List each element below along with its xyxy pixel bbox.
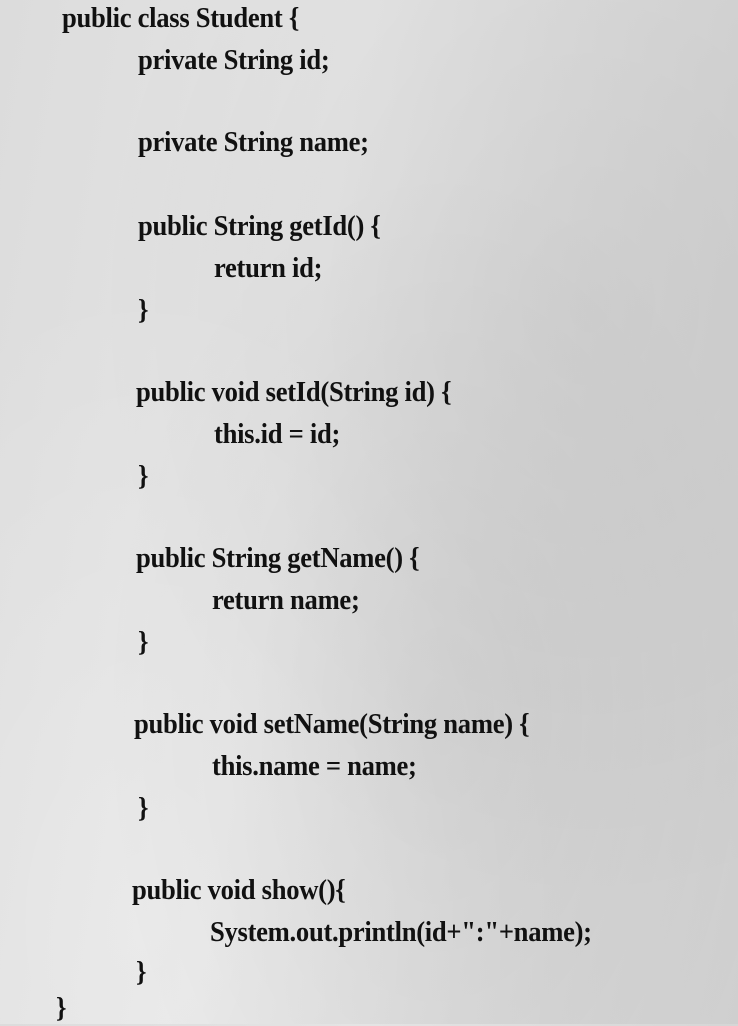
code-line-getname-signature: public String getName() { xyxy=(136,543,420,574)
code-line-setid-signature: public void setId(String id) { xyxy=(136,377,452,408)
code-line-getid-signature: public String getId() { xyxy=(138,211,381,242)
code-line-class-close: } xyxy=(56,993,67,1024)
code-line-setid-body: this.id = id; xyxy=(214,419,341,450)
code-line-field-name: private String name; xyxy=(138,127,369,158)
code-line-getid-body: return id; xyxy=(214,253,323,284)
code-line-setname-close: } xyxy=(138,793,149,824)
code-line-class-declaration: public class Student { xyxy=(62,3,300,34)
code-line-getname-body: return name; xyxy=(212,585,360,616)
code-line-setname-body: this.name = name; xyxy=(212,751,417,782)
code-line-getid-close: } xyxy=(138,295,149,326)
code-line-getname-close: } xyxy=(138,627,149,658)
code-line-setname-signature: public void setName(String name) { xyxy=(134,709,530,740)
code-line-show-body: System.out.println(id+":"+name); xyxy=(210,917,592,948)
code-line-setid-close: } xyxy=(138,461,149,492)
code-line-show-close: } xyxy=(136,957,147,988)
code-line-field-id: private String id; xyxy=(138,45,330,76)
code-line-show-signature: public void show(){ xyxy=(132,875,346,906)
